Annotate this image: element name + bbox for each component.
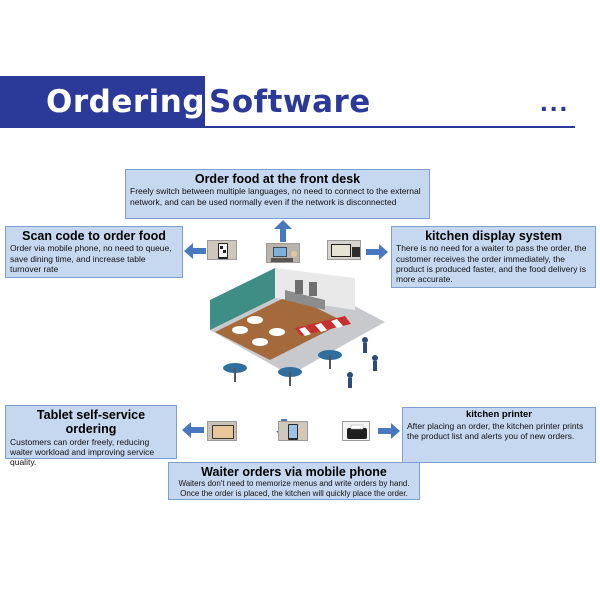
kitchen-printer-thumbnail — [342, 421, 370, 441]
kitchen-display-body: There is no need for a waiter to pass th… — [396, 243, 587, 285]
tablet-thumbnail — [207, 421, 237, 441]
title-band — [0, 76, 205, 128]
scan-code-body: Order via mobile phone, no need to queue… — [10, 243, 172, 275]
kitchen-screen-thumbnail — [327, 240, 361, 260]
waiter-title: Waiter orders via mobile phone — [201, 465, 387, 479]
arrow-right-icon — [366, 244, 388, 260]
front-desk-pos-thumbnail — [266, 243, 300, 263]
waiter-body: Waiters don't need to memorize menus and… — [178, 479, 410, 499]
title-rule — [205, 126, 575, 128]
title-ellipsis: ... — [540, 86, 570, 117]
tablet-body: Customers can order freely, reducing wai… — [10, 436, 155, 468]
page-title-part2: Software — [209, 84, 371, 120]
tablet-box: Tablet self-service ordering Customers c… — [5, 405, 177, 467]
arrow-up-icon — [274, 220, 292, 242]
arrow-left-icon — [182, 422, 204, 438]
front-desk-box: Order food at the front desk Freely swit… — [125, 169, 430, 219]
waiter-phone-thumbnail — [278, 421, 308, 441]
waiter-box: Waiter orders via mobile phone Waiters d… — [168, 462, 420, 500]
scan-code-box: Scan code to order food Order via mobile… — [5, 226, 183, 278]
restaurant-illustration — [210, 268, 385, 388]
tablet-title: Tablet self-service ordering — [36, 408, 146, 437]
printer-box: kitchen printer After placing an order, … — [402, 407, 596, 463]
front-desk-body: Freely switch between multiple languages… — [130, 186, 421, 207]
scan-phone-thumbnail — [207, 240, 237, 260]
printer-title: kitchen printer — [466, 409, 532, 420]
kitchen-display-box: kitchen display system There is no need … — [391, 226, 596, 288]
printer-body: After placing an order, the kitchen prin… — [407, 420, 584, 442]
page-title-part1: Ordering — [46, 84, 206, 120]
arrow-right-icon — [378, 423, 400, 439]
kitchen-display-title: kitchen display system — [425, 229, 562, 243]
front-desk-title: Order food at the front desk — [194, 172, 361, 186]
scan-code-title: Scan code to order food — [22, 229, 166, 243]
arrow-left-icon — [184, 243, 206, 259]
